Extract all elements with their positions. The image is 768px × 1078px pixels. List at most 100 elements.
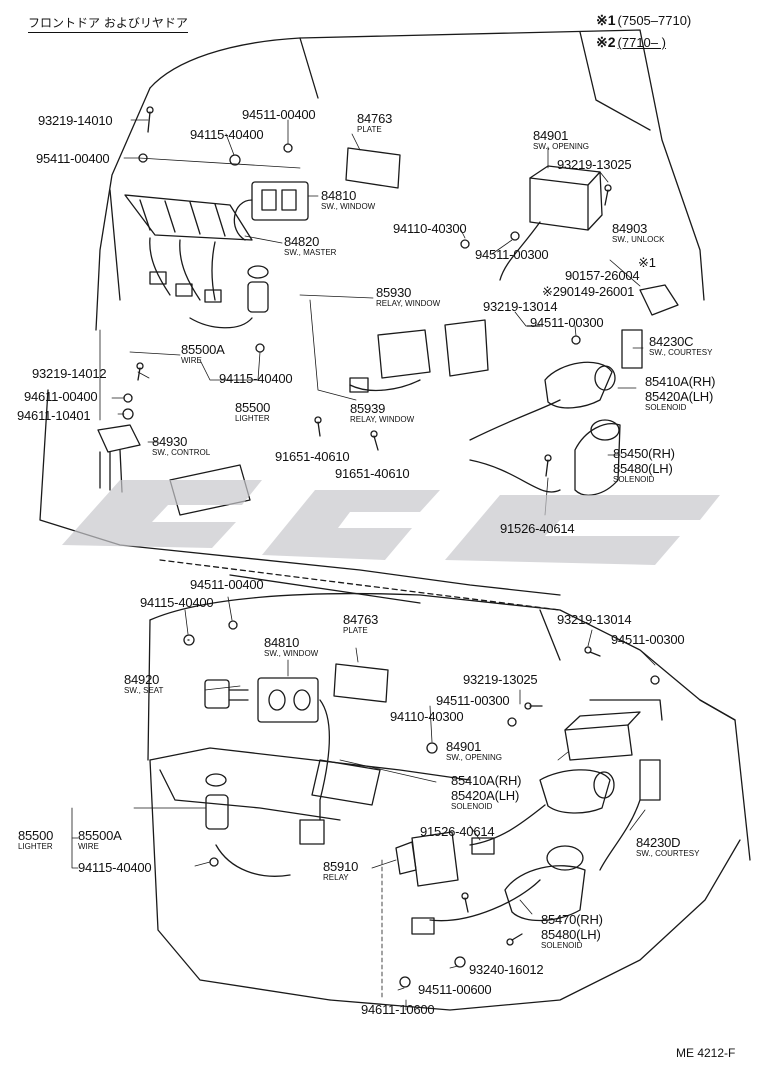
lower-lighter-drawing [205, 773, 291, 877]
part-number: 94511-00400 [190, 577, 264, 592]
serial-note-1: ※1(7505–7710) [596, 12, 691, 29]
part-number: 91526-40614 [420, 824, 495, 839]
part-number: 85930 [376, 285, 412, 300]
master-switch-drawing [124, 194, 253, 303]
part-number: 94115-40400 [219, 371, 293, 386]
part-label: ※290149-26001 [542, 285, 634, 298]
part-number: 85500 [235, 400, 271, 415]
part-number: 93219-13014 [557, 612, 632, 627]
part-label: 94511-00400 [190, 577, 264, 592]
part-label: 85410A(RH) [645, 375, 715, 388]
part-label: 85480(LH)SOLENOID [541, 928, 601, 950]
part-label: 94611-10600 [361, 1002, 435, 1017]
opening-switch-drawing [499, 165, 603, 281]
part-number: 94611-00400 [24, 389, 98, 404]
serial-note-range: (7505–7710) [617, 13, 692, 28]
part-label: 94511-00600 [418, 983, 492, 996]
diagram-code: ME 4212-F [676, 1046, 736, 1060]
part-label: 93219-13025 [463, 672, 538, 687]
lower-opening-switch-drawing [564, 699, 663, 761]
part-number: 84810 [264, 635, 300, 650]
part-number: 93219-14012 [32, 366, 107, 381]
part-number: 84901 [446, 739, 482, 754]
part-number: 91526-40614 [500, 521, 575, 536]
serial-note-mark: ※1 [596, 12, 616, 28]
part-description: SW., WINDOW [321, 202, 376, 211]
part-number: 85420A(LH) [451, 788, 520, 803]
part-label: 94115-40400 [190, 128, 264, 141]
part-number: 91651-40610 [275, 449, 350, 464]
part-number: ※1 [638, 255, 656, 270]
part-number: 84810 [321, 188, 357, 203]
part-label: 93219-14010 [38, 113, 113, 128]
part-number: 94110-40300 [393, 221, 467, 236]
part-number: 85910 [323, 859, 359, 874]
part-label: 94110-40300 [390, 709, 464, 724]
part-label: 94611-10401 [17, 408, 91, 423]
part-description: RELAY [323, 873, 349, 882]
part-number: 94511-00400 [242, 107, 316, 122]
part-number: 94511-00300 [436, 693, 510, 708]
part-description: SW., COURTESY [636, 849, 700, 858]
plate-drawing [345, 147, 401, 189]
part-number: 85480(LH) [613, 461, 673, 476]
part-number: 94511-00300 [475, 247, 549, 262]
part-number: 95411-00400 [36, 151, 110, 166]
part-number: 84820 [284, 234, 320, 249]
part-label: ※1 [638, 256, 656, 269]
part-label: 85420A(LH)SOLENOID [645, 390, 713, 412]
part-label: 91526-40614 [500, 521, 575, 536]
part-description: SW., OPENING [446, 753, 503, 762]
part-description: SOLENOID [645, 403, 687, 412]
part-number: 94110-40300 [390, 709, 464, 724]
part-label: 93219-13014 [483, 300, 558, 313]
part-number: 93219-14010 [38, 113, 113, 128]
part-description: PLATE [343, 626, 368, 635]
part-description: PLATE [357, 125, 382, 134]
part-number: 85500A [181, 342, 225, 357]
part-number: 85410A(RH) [451, 773, 522, 788]
part-label: 94115-40400 [78, 861, 152, 874]
part-number: 94511-00300 [611, 632, 685, 647]
part-description: SW., UNLOCK [612, 235, 665, 244]
lower-courtesy-switch-drawing [599, 759, 661, 871]
window-switch-drawing [233, 181, 309, 241]
part-number: 85450(RH) [613, 446, 675, 461]
part-description: SW., WINDOW [264, 649, 319, 658]
part-description: SW., COURTESY [649, 348, 713, 357]
part-description: LIGHTER [235, 414, 270, 423]
part-number: 93219-13025 [463, 672, 538, 687]
courtesy-switch-drawing [621, 284, 679, 369]
part-number: 93240-16012 [469, 962, 544, 977]
part-number: 94611-10600 [361, 1002, 435, 1017]
part-number: 84930 [152, 434, 188, 449]
part-number: 85500 [18, 828, 54, 843]
part-description: SW., MASTER [284, 248, 337, 257]
part-number: 94611-10401 [17, 408, 91, 423]
part-number: 85500A [78, 828, 122, 843]
part-label: 85420A(LH)SOLENOID [451, 789, 519, 811]
part-number: 90157-26004 [565, 268, 640, 283]
part-description: WIRE [181, 356, 202, 365]
part-number: 84763 [357, 111, 393, 126]
part-number: 85410A(RH) [645, 374, 716, 389]
lower-relay-drawing [395, 831, 459, 887]
part-description: SW., CONTROL [152, 448, 211, 457]
part-number: 93219-13025 [557, 157, 632, 172]
part-label: 85410A(RH) [451, 774, 521, 787]
lighter-drawing [189, 265, 269, 329]
lower-window-switch-drawing [257, 677, 331, 845]
part-number: 85480(LH) [541, 927, 601, 942]
part-number: 84920 [124, 672, 160, 687]
